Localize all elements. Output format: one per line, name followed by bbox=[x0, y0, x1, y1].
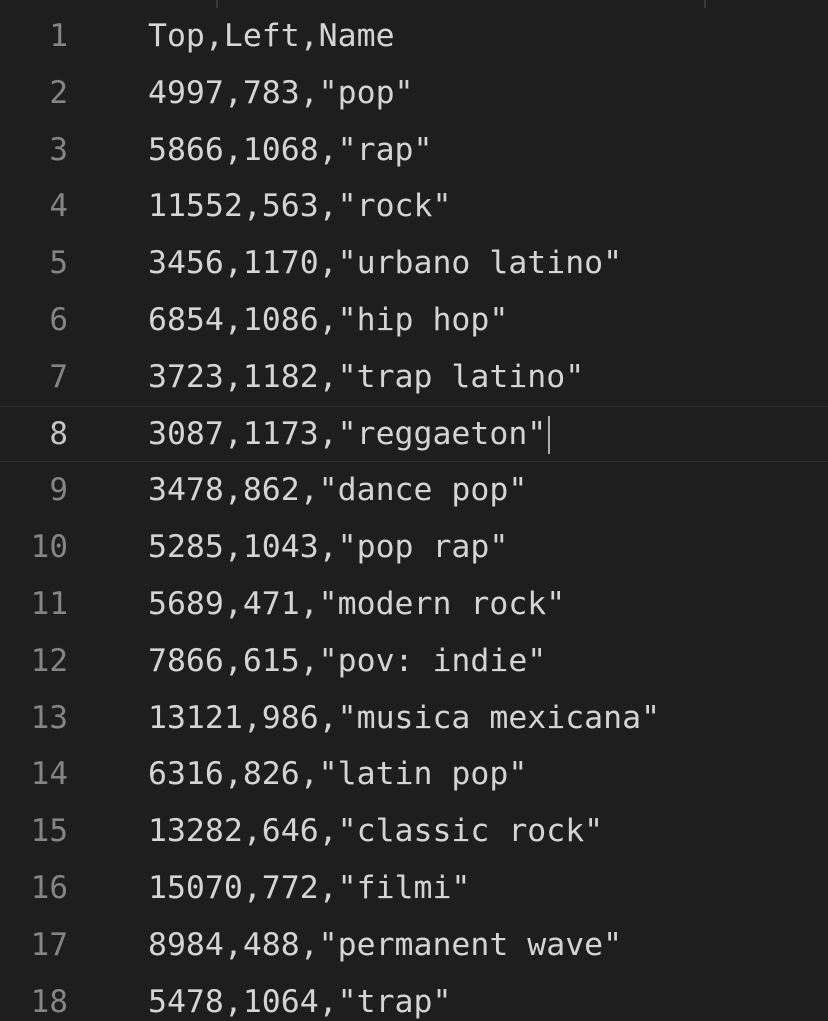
code-line[interactable]: 2 4997,783,"pop" bbox=[0, 65, 828, 122]
code-line[interactable]: 12 7866,615,"pov: indie" bbox=[0, 633, 828, 690]
code-line[interactable]: 3 5866,1068,"rap" bbox=[0, 122, 828, 179]
line-number: 16 bbox=[30, 869, 68, 906]
code-text[interactable]: 6854,1086,"hip hop" bbox=[148, 301, 509, 338]
code-text[interactable]: 3723,1182,"trap latino" bbox=[148, 358, 585, 395]
line-number: 7 bbox=[49, 358, 68, 395]
code-text[interactable]: 5478,1064,"trap" bbox=[148, 983, 452, 1020]
code-text[interactable]: 5866,1068,"rap" bbox=[148, 131, 433, 168]
code-text[interactable]: 3087,1173,"reggaeton" bbox=[148, 415, 547, 452]
code-line[interactable]: 14 6316,826,"latin pop" bbox=[0, 746, 828, 803]
editor-lines: 1 Top,Left,Name 2 4997,783,"pop" 3 5866,… bbox=[0, 8, 828, 1021]
code-line[interactable]: 7 3723,1182,"trap latino" bbox=[0, 349, 828, 406]
code-text[interactable]: 7866,615,"pov: indie" bbox=[148, 642, 547, 679]
code-line[interactable]: 15 13282,646,"classic rock" bbox=[0, 803, 828, 860]
code-text[interactable]: 15070,772,"filmi" bbox=[148, 869, 471, 906]
code-text[interactable]: 5689,471,"modern rock" bbox=[148, 585, 566, 622]
line-number: 1 bbox=[49, 18, 68, 54]
line-number: 11 bbox=[30, 585, 68, 622]
tab-divider bbox=[216, 0, 218, 8]
line-number: 9 bbox=[49, 472, 68, 509]
code-line[interactable]: 13 13121,986,"musica mexicana" bbox=[0, 690, 828, 747]
code-line[interactable]: 18 5478,1064,"trap" bbox=[0, 974, 828, 1021]
code-line[interactable]: 6 6854,1086,"hip hop" bbox=[0, 292, 828, 349]
text-cursor bbox=[548, 415, 550, 454]
code-line[interactable]: 1 Top,Left,Name bbox=[0, 8, 828, 65]
code-line[interactable]: 17 8984,488,"permanent wave" bbox=[0, 917, 828, 974]
code-text[interactable]: 3478,862,"dance pop" bbox=[148, 472, 528, 509]
code-line[interactable]: 10 5285,1043,"pop rap" bbox=[0, 519, 828, 576]
tab-divider bbox=[704, 0, 706, 8]
line-number: 15 bbox=[30, 813, 68, 850]
line-number: 4 bbox=[49, 188, 68, 225]
line-number: 5 bbox=[49, 245, 68, 282]
active-code-line[interactable]: 8 3087,1173,"reggaeton" bbox=[0, 406, 828, 463]
code-text[interactable]: 13121,986,"musica mexicana" bbox=[148, 699, 661, 736]
code-line[interactable]: 5 3456,1170,"urbano latino" bbox=[0, 235, 828, 292]
code-line[interactable]: 11 5689,471,"modern rock" bbox=[0, 576, 828, 633]
line-number: 18 bbox=[30, 983, 68, 1020]
code-line[interactable]: 16 15070,772,"filmi" bbox=[0, 860, 828, 917]
code-text[interactable]: Top,Left,Name bbox=[148, 18, 395, 54]
code-line[interactable]: 9 3478,862,"dance pop" bbox=[0, 462, 828, 519]
line-number: 10 bbox=[30, 529, 68, 566]
line-number: 2 bbox=[49, 74, 68, 111]
line-number: 6 bbox=[49, 301, 68, 338]
code-text[interactable]: 8984,488,"permanent wave" bbox=[148, 926, 623, 963]
code-text[interactable]: 5285,1043,"pop rap" bbox=[148, 529, 509, 566]
code-line[interactable]: 4 11552,563,"rock" bbox=[0, 178, 828, 235]
line-number: 17 bbox=[30, 926, 68, 963]
line-number: 13 bbox=[30, 699, 68, 736]
line-number: 12 bbox=[30, 642, 68, 679]
code-text[interactable]: 6316,826,"latin pop" bbox=[148, 756, 528, 793]
line-number: 14 bbox=[30, 756, 68, 793]
code-text[interactable]: 11552,563,"rock" bbox=[148, 188, 452, 225]
tab-bar-edge bbox=[0, 0, 828, 8]
line-number: 8 bbox=[49, 415, 68, 452]
line-number: 3 bbox=[49, 131, 68, 168]
code-text[interactable]: 4997,783,"pop" bbox=[148, 74, 414, 111]
code-text[interactable]: 3456,1170,"urbano latino" bbox=[148, 245, 623, 282]
code-text[interactable]: 13282,646,"classic rock" bbox=[148, 813, 604, 850]
